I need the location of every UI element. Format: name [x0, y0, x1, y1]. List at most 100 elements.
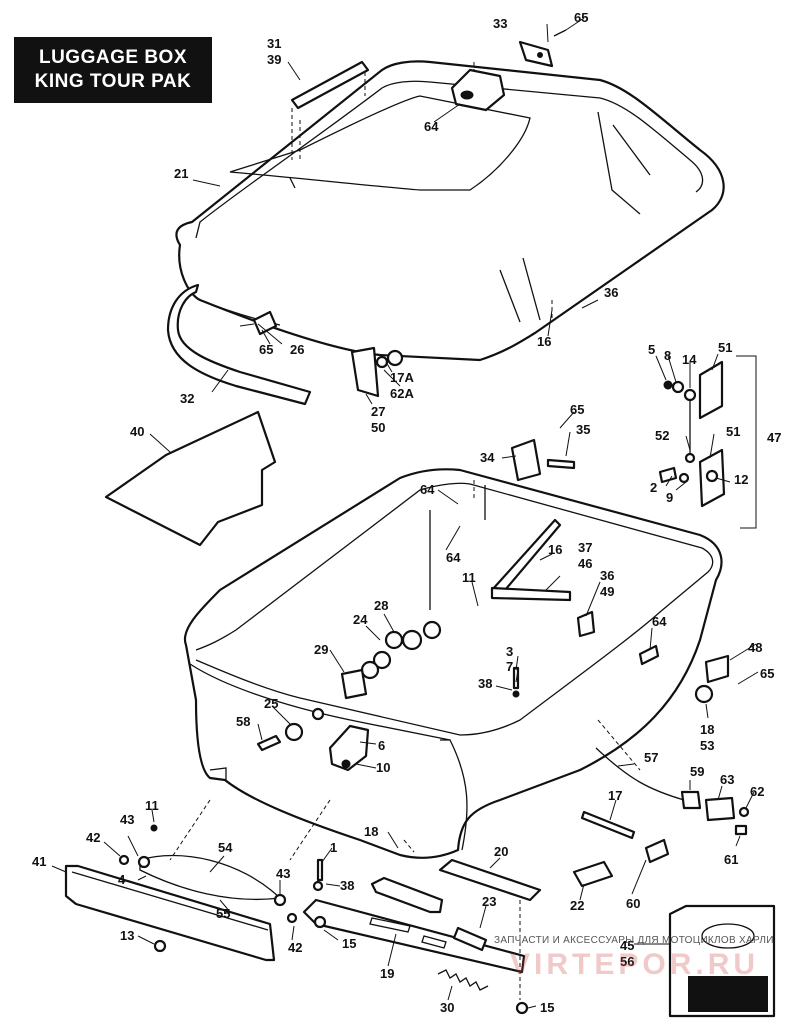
- callout-7: 7: [506, 659, 513, 674]
- key-lock-25-58: [256, 707, 325, 752]
- callout-43: 43: [120, 812, 134, 827]
- callout-42: 42: [288, 940, 302, 955]
- callout-37: 37: [578, 540, 592, 555]
- callout-3: 3: [506, 644, 513, 659]
- hinge-34: [510, 438, 576, 482]
- callout-65: 65: [259, 342, 273, 357]
- callout-64: 64: [652, 614, 667, 629]
- nameplate-31-39: [290, 60, 370, 160]
- callout-64: 64: [420, 482, 435, 497]
- callout-12: 12: [734, 472, 748, 487]
- callout-20: 20: [494, 844, 508, 859]
- callout-40: 40: [130, 424, 144, 439]
- callout-34: 34: [480, 450, 495, 465]
- callout-4: 4: [118, 872, 126, 887]
- callout-48: 48: [748, 640, 762, 655]
- rod-23: [452, 926, 488, 952]
- callout-65: 65: [574, 10, 588, 25]
- hinge-33: [518, 29, 567, 68]
- latch-27-50: [350, 346, 404, 398]
- callout-16: 16: [548, 542, 562, 557]
- callout-45: 45: [620, 938, 634, 953]
- callout-57: 57: [644, 750, 658, 765]
- callout-14: 14: [682, 352, 697, 367]
- callout-62: 62: [750, 784, 764, 799]
- callout-61: 61: [724, 852, 738, 867]
- clip-22-60: [572, 838, 670, 888]
- callout-1: 1: [330, 840, 337, 855]
- callout-28: 28: [374, 598, 388, 613]
- front-trim-41: [64, 864, 276, 962]
- callout-36: 36: [600, 568, 614, 583]
- luggage-lid: [175, 60, 725, 362]
- callout-15: 15: [540, 1000, 554, 1015]
- callout-17: 17: [608, 788, 622, 803]
- wiring-harness-57: [595, 747, 750, 836]
- callout-53: 53: [700, 738, 714, 753]
- callout-51: 51: [718, 340, 732, 355]
- callout-8: 8: [664, 348, 671, 363]
- callout-18: 18: [364, 824, 378, 839]
- callout-59: 59: [690, 764, 704, 779]
- callout-29: 29: [314, 642, 328, 657]
- callout-38: 38: [340, 878, 354, 893]
- callout-58: 58: [236, 714, 250, 729]
- callout-18: 18: [700, 722, 714, 737]
- strike-plate-6-10: [328, 724, 370, 772]
- latch-assembly-47: [658, 355, 757, 529]
- callout-35: 35: [576, 422, 590, 437]
- callout-33: 33: [493, 16, 507, 31]
- callout-labels: 33 65 31 39 64 21 36 16 65 26 17A 62A 32…: [32, 10, 781, 1015]
- lock-housing-29: [340, 668, 368, 700]
- callout-23: 23: [482, 894, 496, 909]
- callout-39: 39: [267, 52, 281, 67]
- callout-11: 11: [462, 570, 476, 585]
- callout-31: 31: [267, 36, 281, 51]
- liner-40: [104, 410, 277, 547]
- callout-24: 24: [353, 612, 368, 627]
- callout-11: 11: [145, 798, 159, 813]
- callout-54: 54: [218, 840, 233, 855]
- weatherstrip-32: [166, 283, 312, 406]
- callout-13: 13: [120, 928, 134, 943]
- callout-55: 55: [216, 906, 230, 921]
- lid-bumper-64: [450, 68, 506, 112]
- callout-25: 25: [264, 696, 278, 711]
- callout-63: 63: [720, 772, 734, 787]
- callout-50: 50: [371, 420, 385, 435]
- callout-60: 60: [626, 896, 640, 911]
- callout-22: 22: [570, 898, 584, 913]
- callout-15: 15: [342, 936, 356, 951]
- title-line-1: LUGGAGE BOX: [38, 47, 187, 68]
- callout-36: 36: [604, 285, 618, 300]
- watermark-brand: VIRTEPOR.RU: [510, 948, 760, 981]
- callout-56: 56: [620, 954, 634, 969]
- bumper-48: [638, 644, 730, 704]
- parts-kit-box-45-56: [668, 904, 776, 1018]
- cable-loop-54-55: [118, 824, 298, 924]
- callout-41: 41: [32, 854, 46, 869]
- bracket-26: [239, 310, 278, 336]
- callout-9: 9: [666, 490, 673, 505]
- callout-17A: 17A: [390, 370, 414, 385]
- callout-64: 64: [424, 119, 439, 134]
- callout-65: 65: [570, 402, 584, 417]
- callout-16: 16: [537, 334, 551, 349]
- callout-47: 47: [767, 430, 781, 445]
- callout-64: 64: [446, 550, 461, 565]
- callout-32: 32: [180, 391, 194, 406]
- strap-17: [580, 810, 636, 840]
- callout-65: 65: [760, 666, 774, 681]
- callout-5: 5: [648, 342, 655, 357]
- callout-2: 2: [650, 480, 657, 495]
- diagram-title-box: LUGGAGE BOX KING TOUR PAK: [14, 37, 212, 103]
- pad-20: [438, 858, 542, 902]
- callout-27: 27: [371, 404, 385, 419]
- spring-30: [437, 969, 489, 991]
- callout-62A: 62A: [390, 386, 414, 401]
- callout-52: 52: [655, 428, 669, 443]
- mounting-rail-19: [302, 858, 526, 974]
- callout-38: 38: [478, 676, 492, 691]
- box-body: [183, 468, 723, 859]
- title-line-2: KING TOUR PAK: [34, 71, 192, 92]
